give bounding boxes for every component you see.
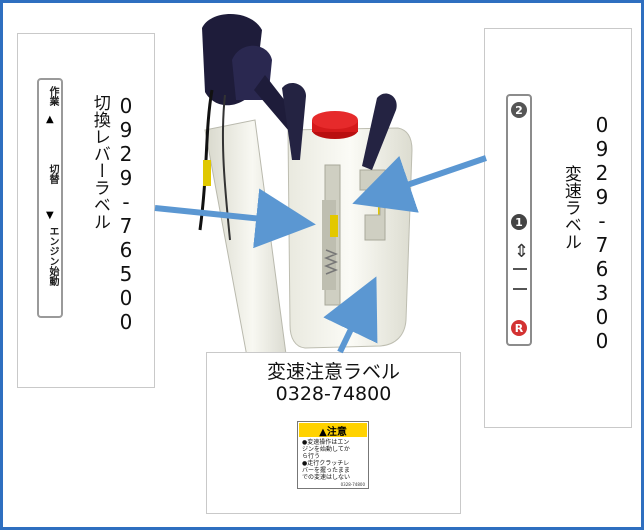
caution-line: での変速はしない	[302, 474, 351, 481]
switch-text: 切替	[47, 164, 58, 184]
gear-r-icon: R	[511, 320, 527, 336]
work-text: 作業	[47, 86, 58, 106]
speed-label-part-number: 0929-76300	[590, 113, 614, 353]
caution-line: ら行う	[302, 453, 321, 460]
speed-label-panel: 2 1 ⇕ R 0929-76300 変速ラベル	[484, 28, 632, 428]
speed-label-sticker: 2 1 ⇕ R	[506, 94, 532, 346]
switch-lever-part-number: 0929-76500	[114, 94, 138, 334]
neutral-symbol-icon: ⇕	[514, 241, 530, 262]
caution-sticker: ▲注意 ●変速操作はエン ジンを始動してか ら行う ●走行クラッチレ バーを握っ…	[297, 421, 369, 489]
switch-lever-label-name: 切換レバーラベル	[89, 94, 110, 230]
switch-lever-label-sticker: 作業 ▲ 切替 ▼ エンジン始動	[37, 78, 63, 318]
switch-lever-label-panel: 作業 ▲ 切替 ▼ エンジン始動 0929-76500 切換レバーラベル	[17, 33, 155, 388]
up-arrow-icon: ▲	[46, 114, 54, 125]
caution-line: ●走行クラッチレ	[302, 460, 350, 467]
shift-caution-part-number: 0328-74800	[275, 383, 392, 405]
caution-body: ●変速操作はエン ジンを始動してか ら行う ●走行クラッチレ バーを握ったまま …	[302, 439, 364, 481]
gear-1-icon: 1	[511, 214, 527, 230]
shift-caution-label-name: 変速注意ラベル	[266, 361, 400, 383]
neutral-symbol-icon-2	[513, 268, 527, 290]
down-arrow-icon: ▼	[46, 210, 54, 221]
engine-start-text: エンジン始動	[47, 226, 58, 286]
shift-caution-label-panel: 変速注意ラベル 0328-74800 ▲注意 ●変速操作はエン ジンを始動してか…	[206, 352, 461, 514]
gear-2-icon: 2	[511, 102, 527, 118]
caution-line: ジンを始動してか	[302, 446, 350, 453]
caution-code: 0328-74800	[340, 482, 365, 487]
caution-line: バーを握ったまま	[302, 467, 350, 474]
speed-label-name: 変速ラベル	[560, 165, 581, 250]
caution-line: ●変速操作はエン	[302, 439, 350, 446]
caution-header: ▲注意	[299, 423, 367, 438]
